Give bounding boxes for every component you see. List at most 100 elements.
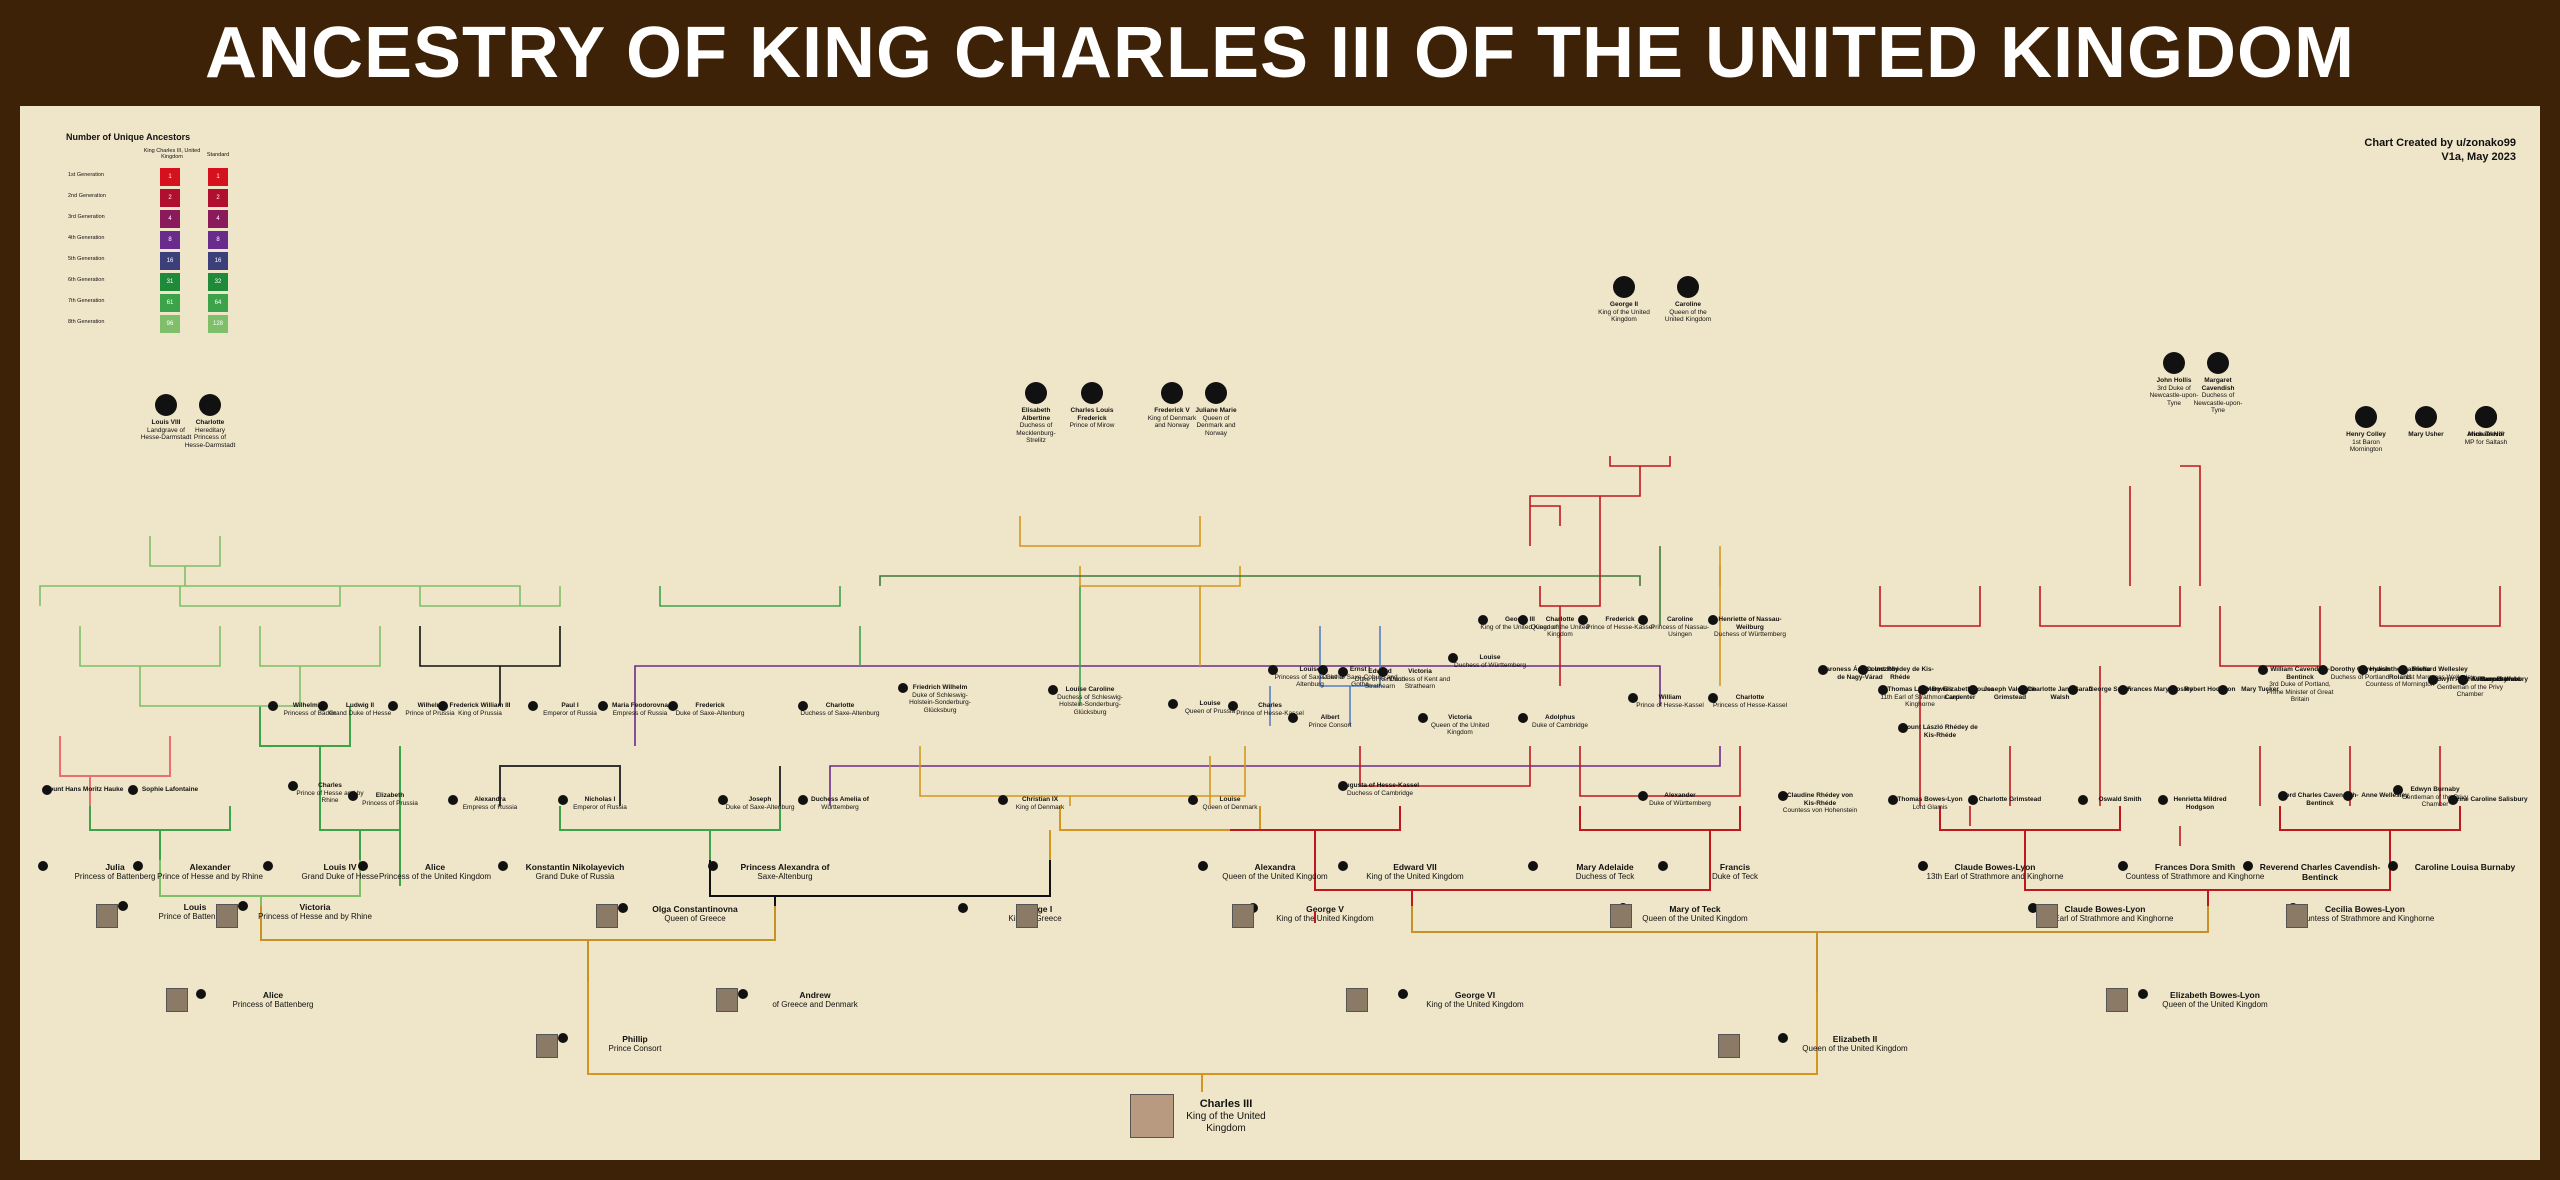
generation-marker-icon [1578,615,1588,625]
generation-circle-icon [1613,276,1635,298]
person-card: Henrietta Mildred Hodgson [2158,795,2240,811]
person-title: Princess of Saxe-Gotha-Altenburg [1274,673,1346,689]
person-name: Ludwig II [345,702,375,709]
person-name: Thomas Bowes-Lyon [1897,796,1963,803]
person-name: Princess Alexandra of [740,862,830,872]
person-name: Reverend Charles Cavendish-Bentinck [2259,862,2381,882]
person-title: Queen of the United Kingdom [1222,872,1328,881]
gen8-links-green [39,536,521,606]
person-title: Prince Consort [1308,721,1352,729]
person-title: Princess of the United Kingdom [378,872,492,881]
person-name: Louise [1219,796,1241,803]
generation-marker-icon [2258,665,2268,675]
person-title: Landgrave of Hesse-Darmstadt [140,426,192,442]
generation-marker-icon [558,795,568,805]
person-title: Queen of the United Kingdom [1664,308,1712,324]
person-name: Albert [1320,714,1340,721]
person-card: Oswald Smith [2078,795,2160,805]
generation-marker-icon [1268,665,1278,675]
person-title: Duchess of Kent and Strathearn [1389,675,1451,691]
person-title: Countess von Hohenstein [1782,807,1858,814]
generation-circle-icon [1025,382,1047,404]
person-name: Charles Louis Frederick [1070,407,1114,422]
generation-marker-icon [38,861,48,871]
person-name: Henriette of Nassau-Weilburg [1718,616,1782,631]
generation-circle-icon [199,394,221,416]
generation-marker-icon [1858,665,1868,675]
person-title: Princess of Prussia [362,799,418,807]
person-name: Christian IX [1021,796,1059,803]
generation-marker-icon [1518,713,1528,723]
person-name: Charles [318,782,342,789]
person-title: Duchess of Württemberg [1714,631,1786,638]
person-name: Victoria [299,902,331,912]
person-title: Duke of Saxe-Altenburg [725,803,795,811]
legend-standard-count: 128 [208,315,228,333]
person-name: Elizabeth II [1832,1034,1878,1044]
generation-marker-icon [2018,685,2028,695]
generation-marker-icon [2118,861,2128,871]
generation-marker-icon [1228,701,1238,711]
gen7-links-blue [1269,626,1381,726]
generation-marker-icon [448,795,458,805]
generation-marker-icon [2158,795,2168,805]
portrait-image [1130,1094,1174,1138]
generation-marker-icon [2318,665,2328,675]
person-name: Charlotte Jane Sarah Walsh [2027,686,2093,701]
generation-marker-icon [1338,781,1348,791]
generation-marker-icon [1318,665,1328,675]
person-name: Joseph [748,796,772,803]
generation-marker-icon [2428,675,2438,685]
person-title: King of the United Kingdom [1186,1111,1266,1134]
person-title: Emperor of Russia [543,709,597,717]
portrait-image [166,988,188,1012]
person-card: Lord Charles Cavendish-Bentinck [2278,791,2360,807]
generation-marker-icon [708,861,718,871]
person-name: Olga Constantinovna [652,904,738,914]
generation-marker-icon [358,861,368,871]
person-title: Duchess of Newcastle-upon-Tyne [2193,392,2243,414]
generation-marker-icon [1418,713,1428,723]
person-title: Princess of Battenberg [74,872,156,881]
person-title: 3rd Duke of Portland, Prime Minister of … [2266,681,2334,703]
gen6-links-glucksburg [919,746,1246,806]
portrait-image [1718,1034,1740,1058]
generation-marker-icon [2358,665,2368,675]
legend-standard-count: 2 [208,189,228,207]
generation-marker-icon [1288,713,1298,723]
gen5-links-uk [1230,806,2461,860]
person-name: William Cavendish-Bentinck [2270,666,2330,681]
legend-charles-count: 61 [160,294,180,312]
person-name: Caroline [1666,616,1693,623]
person-title: Duchess of Schleswig-Holstein-Sonderburg… [1057,693,1123,716]
person-title: Duchess of Teck [1575,872,1635,881]
generation-marker-icon [998,795,1008,805]
person-name: Victoria [1448,714,1472,721]
portrait-image [96,904,118,928]
generation-marker-icon [1338,861,1348,871]
gen8-links-orange [1019,516,1721,586]
person-title: Duke of Teck [1711,872,1759,881]
legend-standard-count: 1 [208,168,228,186]
person-title: Grand Duke of Hesse [328,709,392,717]
gen6-links-russia [499,765,781,806]
generation-marker-icon [1168,699,1178,709]
person-name: Ernst I [1349,666,1371,673]
person-title: Prince of Hesse-Kassel [1236,709,1304,717]
